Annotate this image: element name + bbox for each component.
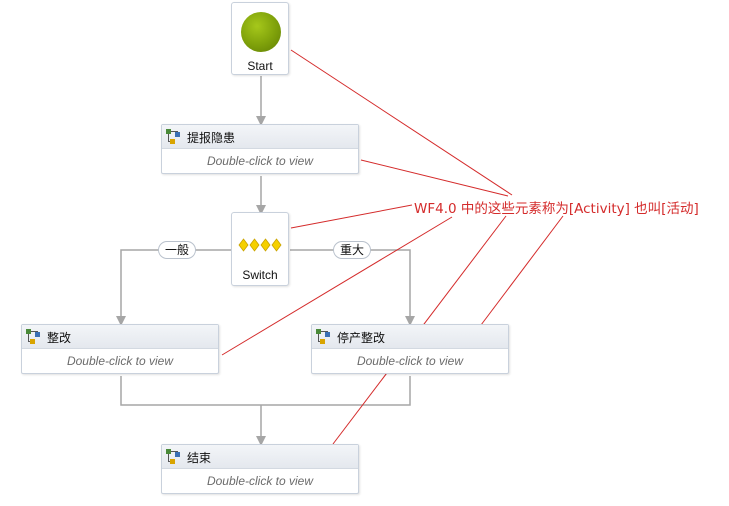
- switch-label: Switch: [242, 268, 278, 282]
- annotation-line-start: [290, 49, 513, 196]
- flowchart-activity-icon: [166, 449, 180, 464]
- flowchart-activity-icon: [166, 129, 180, 144]
- flowchart-activity-icon: [26, 329, 40, 344]
- activity-placeholder: Double-click to view: [356, 354, 464, 368]
- activity-header: 停产整改: [312, 325, 508, 349]
- connector-switch-to-rectify: [116, 249, 231, 326]
- activity-placeholder: Double-click to view: [66, 354, 174, 368]
- connector-rectify-down: [120, 376, 261, 406]
- switch-diamonds-icon: [238, 238, 282, 252]
- annotation-line-switch: [290, 204, 413, 229]
- start-node[interactable]: Start: [231, 2, 289, 75]
- activity-header: 整改: [22, 325, 218, 349]
- activity-end[interactable]: 结束 Double-click to view: [161, 444, 359, 494]
- activity-header: 提报隐患: [162, 125, 358, 149]
- annotation-line-rectify: [221, 216, 453, 356]
- switch-node[interactable]: Switch: [231, 212, 289, 286]
- activity-title: 提报隐患: [187, 131, 236, 145]
- activity-placeholder: Double-click to view: [206, 154, 314, 168]
- activity-shutdown-rectify[interactable]: 停产整改 Double-click to view: [311, 324, 509, 374]
- activity-header: 结束: [162, 445, 358, 469]
- start-label: Start: [247, 59, 273, 73]
- connector-switch-to-shutdown: [290, 249, 415, 326]
- annotation-text: WF4.0 中的这些元素称为[Activity] 也叫[活动]: [414, 201, 699, 217]
- flowchart-activity-icon: [316, 329, 330, 344]
- annotation-line-report: [360, 159, 509, 197]
- activity-title: 整改: [47, 331, 72, 345]
- activity-title: 停产整改: [337, 331, 386, 345]
- activity-rectify[interactable]: 整改 Double-click to view: [21, 324, 219, 374]
- activity-placeholder: Double-click to view: [206, 474, 314, 488]
- start-circle-icon: [241, 12, 281, 52]
- case-label-major[interactable]: 重大: [333, 241, 372, 259]
- connector-shutdown-down: [261, 376, 411, 406]
- case-label-general[interactable]: 一般: [158, 241, 197, 259]
- activity-title: 结束: [187, 451, 212, 465]
- activity-report-hazard[interactable]: 提报隐患 Double-click to view: [161, 124, 359, 174]
- annotation-line-shutdown: [480, 215, 564, 326]
